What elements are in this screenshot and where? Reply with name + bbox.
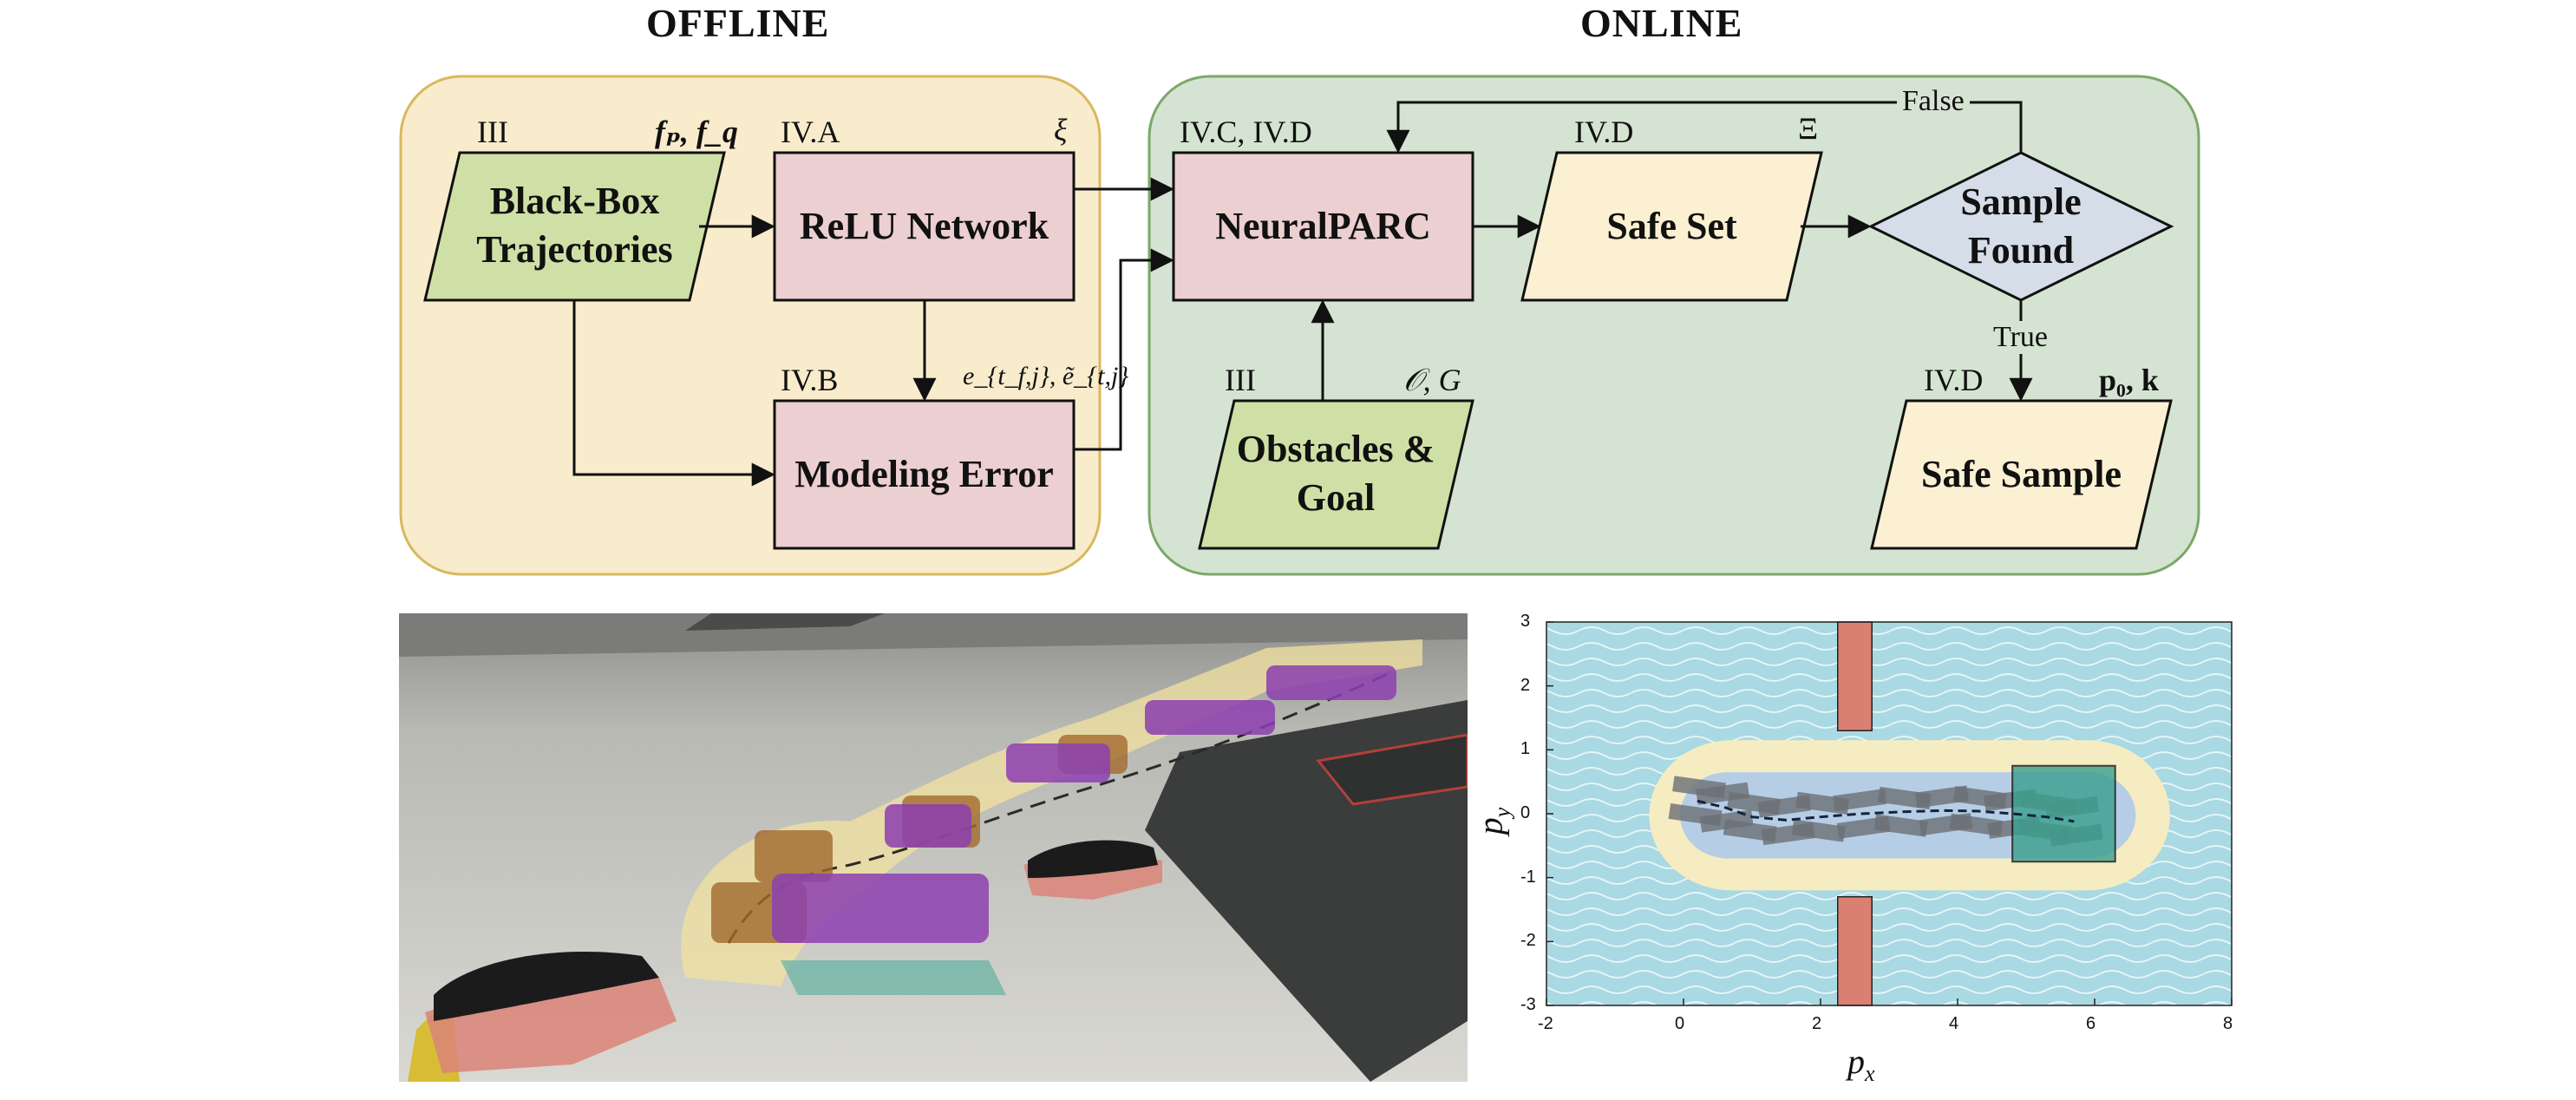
offline-header: OFFLINE [646, 1, 830, 45]
obstacles-symbol: 𝒪, G [1403, 363, 1461, 397]
y-tick-label: 2 [1520, 675, 1531, 695]
x-tick-label: 2 [1812, 1014, 1822, 1033]
safe-set-label: Safe Set [1606, 204, 1737, 247]
modeling-error-label: Modeling Error [794, 452, 1054, 495]
relu-label: ReLU Network [799, 204, 1049, 247]
flowchart [399, 75, 2200, 576]
obstacles-node [1198, 399, 1474, 550]
trajectories-node [423, 151, 726, 302]
trajectory-line [1697, 799, 2075, 823]
trajectories-tag: III [477, 115, 508, 149]
y-tick-label: -2 [1520, 931, 1536, 951]
trajectories-label: Black-Box Trajectories [476, 179, 673, 271]
safe-sample-node [1870, 399, 2173, 550]
true-edge-label: True [1988, 321, 2053, 354]
modeling-error-tag: IV.B [781, 363, 839, 397]
obstacles-label: Obstacles & Goal [1236, 427, 1435, 519]
trajectories-symbol: fₚ, f_q [655, 115, 738, 149]
online-header: ONLINE [1580, 1, 1743, 45]
y-tick-label: -1 [1520, 867, 1536, 887]
x-tick-label: 8 [2223, 1014, 2233, 1033]
x-tick-label: 0 [1675, 1014, 1685, 1033]
relu-symbol: ξ [1054, 113, 1068, 147]
safe-sample-tag: IV.D [1924, 363, 1984, 397]
neuralparc-tag: IV.C, IV.D [1180, 115, 1312, 149]
experiment-photo [399, 613, 1468, 1082]
x-tick-label: 4 [1949, 1014, 1959, 1033]
x-axis-label: px [1847, 1042, 1875, 1086]
x-tick-label: 6 [2086, 1014, 2096, 1033]
y-tick-label: 1 [1520, 739, 1531, 759]
relu-node [773, 151, 1076, 302]
safe-sample-label: Safe Sample [1921, 452, 2122, 495]
safe-set-symbol: Ξ [1798, 111, 1819, 146]
modeling-error-symbol: e_{t_f,j}, ẽ_{t,j} [963, 362, 1129, 390]
sample-found-label: Sample Found [1960, 180, 2082, 272]
neuralparc-node [1172, 151, 1474, 302]
neuralparc-label: NeuralPARC [1215, 204, 1431, 247]
y-axis-label: py [1470, 807, 1515, 835]
obstacle-1 [1837, 621, 1873, 731]
y-tick-label: 3 [1520, 612, 1531, 631]
safe-set-node [1520, 151, 1823, 302]
obstacles-tag: III [1225, 363, 1256, 397]
relu-tag: IV.A [781, 115, 840, 149]
obstacle-2 [1837, 896, 1873, 1006]
safe-set-tag: IV.D [1574, 115, 1634, 149]
safe-sample-symbol: p₀, k [2099, 363, 2159, 397]
y-tick-label: -3 [1520, 995, 1536, 1014]
false-edge-label: False [1897, 85, 1970, 118]
trajectory-plot [1546, 621, 2233, 1006]
goal-region [2011, 764, 2116, 863]
y-tick-label: 0 [1520, 803, 1531, 822]
x-tick-label: -2 [1538, 1014, 1553, 1033]
